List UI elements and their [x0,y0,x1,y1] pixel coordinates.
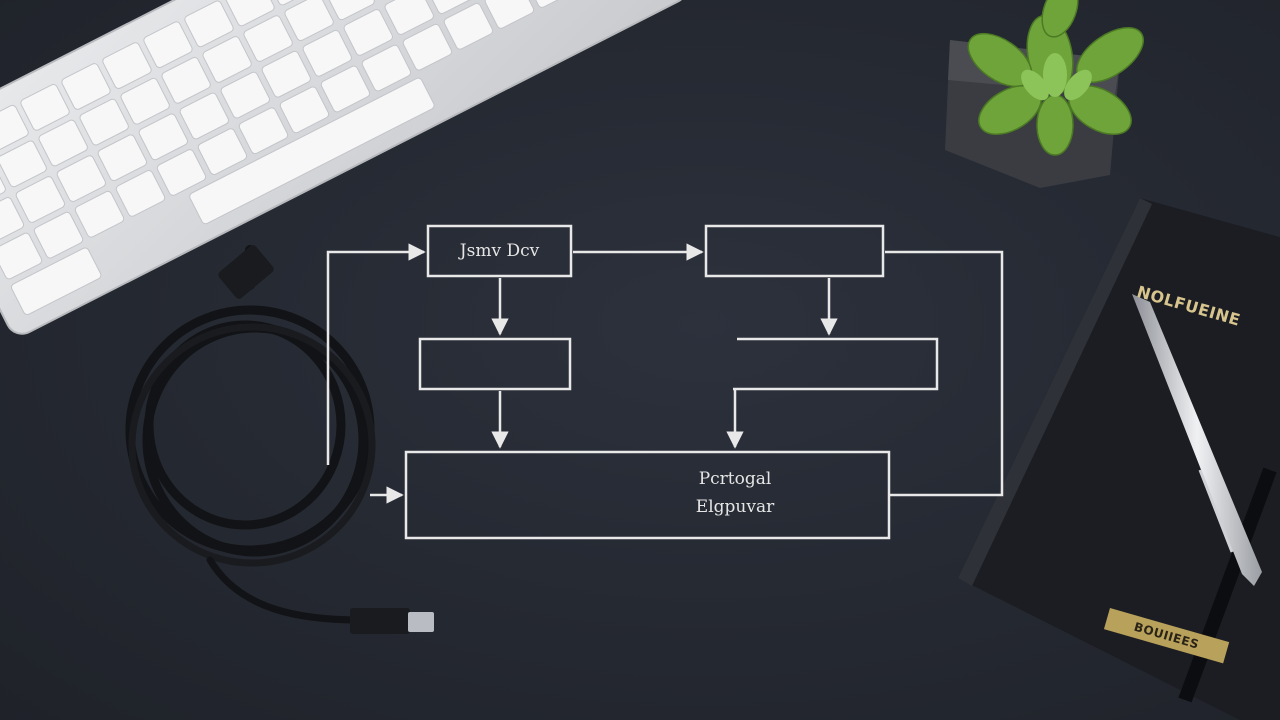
diagram-box-middle-right [733,337,939,391]
diagram-box-top-left [426,224,573,278]
usb-plug-tip [408,612,434,632]
notebook [958,198,1280,720]
keyboard [0,0,688,335]
pen [1132,294,1262,586]
top-left-box-label: Jsmv Dcv [459,241,540,261]
bottom-box-label-line2: Elgpuvar [695,497,775,517]
usb-connector [218,245,274,299]
diagram-box-top-right [704,224,885,278]
arrow-left-loop [326,243,426,465]
arrow-right-loop [885,250,1004,497]
diagram-box-middle-left [418,337,572,391]
potted-plant [945,0,1144,188]
bottom-box-label-line1: Pcrtogal [698,469,772,489]
usb-plug [350,608,410,634]
coiled-cable [125,245,376,624]
